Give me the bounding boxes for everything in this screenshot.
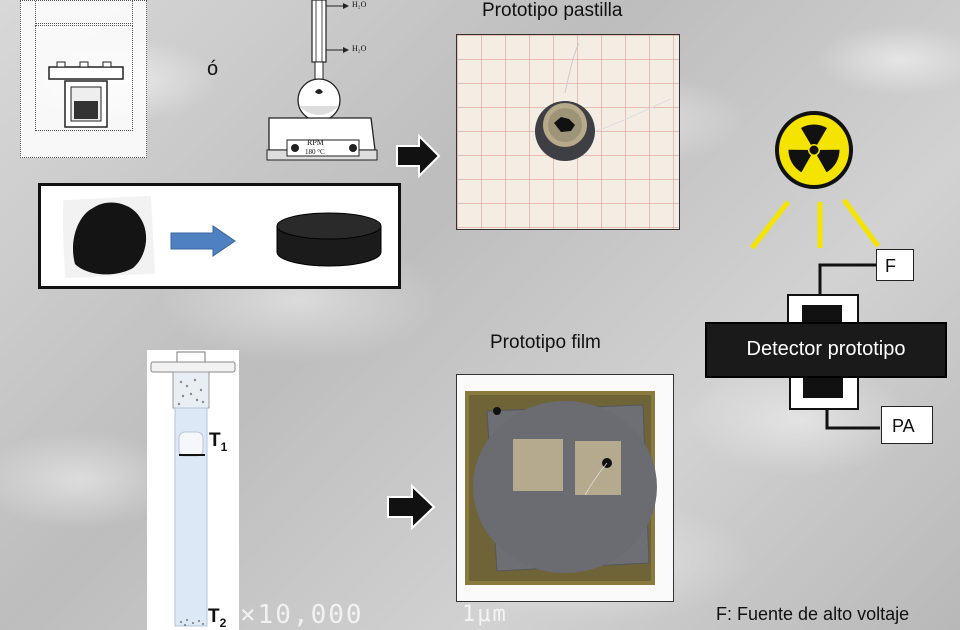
pastilla-photo (456, 34, 680, 230)
temp-label: 180 °C (305, 148, 325, 156)
furnace-icon (48, 61, 124, 128)
radiation-rays (750, 198, 881, 250)
pa-label-box: PA (881, 406, 933, 444)
powder-icon (63, 195, 155, 278)
arrow-to-pastilla (396, 134, 441, 178)
detector-prototipo: Detector prototipo (705, 322, 947, 378)
h2o-bottom-label: H₂O (352, 44, 367, 53)
or-label: ó (207, 58, 219, 80)
reflux-drawing (266, 0, 378, 161)
pellet-disk-icon (276, 212, 382, 267)
column-drawing (147, 350, 239, 630)
reflux-apparatus: H₂O H₂O RPM 180 °C (265, 0, 380, 162)
film-image (465, 391, 657, 585)
h2o-top-label: H₂O (352, 0, 367, 9)
panel-bottom-inner-box (35, 25, 133, 131)
legend-f: F: Fuente de alto voltaje (716, 604, 910, 624)
pellet-image (535, 42, 672, 161)
sem-scale: 1μm (462, 602, 508, 627)
film-photo (456, 374, 674, 602)
sem-magnification: ×10,000 (240, 600, 364, 630)
t2-label: T2 (208, 606, 227, 630)
t1-label: T1 (209, 430, 228, 454)
synthesis-panel (20, 0, 147, 158)
panel-top-inner-box (35, 1, 133, 24)
powder-to-pellet-box (38, 183, 401, 289)
title-pastilla: Prototipo pastilla (482, 0, 623, 21)
detector-top-block (802, 305, 842, 327)
detector-bottom-housing (789, 372, 859, 410)
arrow-to-film (387, 484, 436, 530)
title-film: Prototipo film (490, 332, 601, 353)
f-label-box: F (876, 249, 914, 281)
rpm-label: RPM (307, 138, 324, 147)
column-apparatus (147, 350, 239, 630)
blue-arrow-icon (170, 225, 236, 257)
detector-bottom-block (803, 376, 843, 398)
radiation-icon (775, 111, 853, 189)
